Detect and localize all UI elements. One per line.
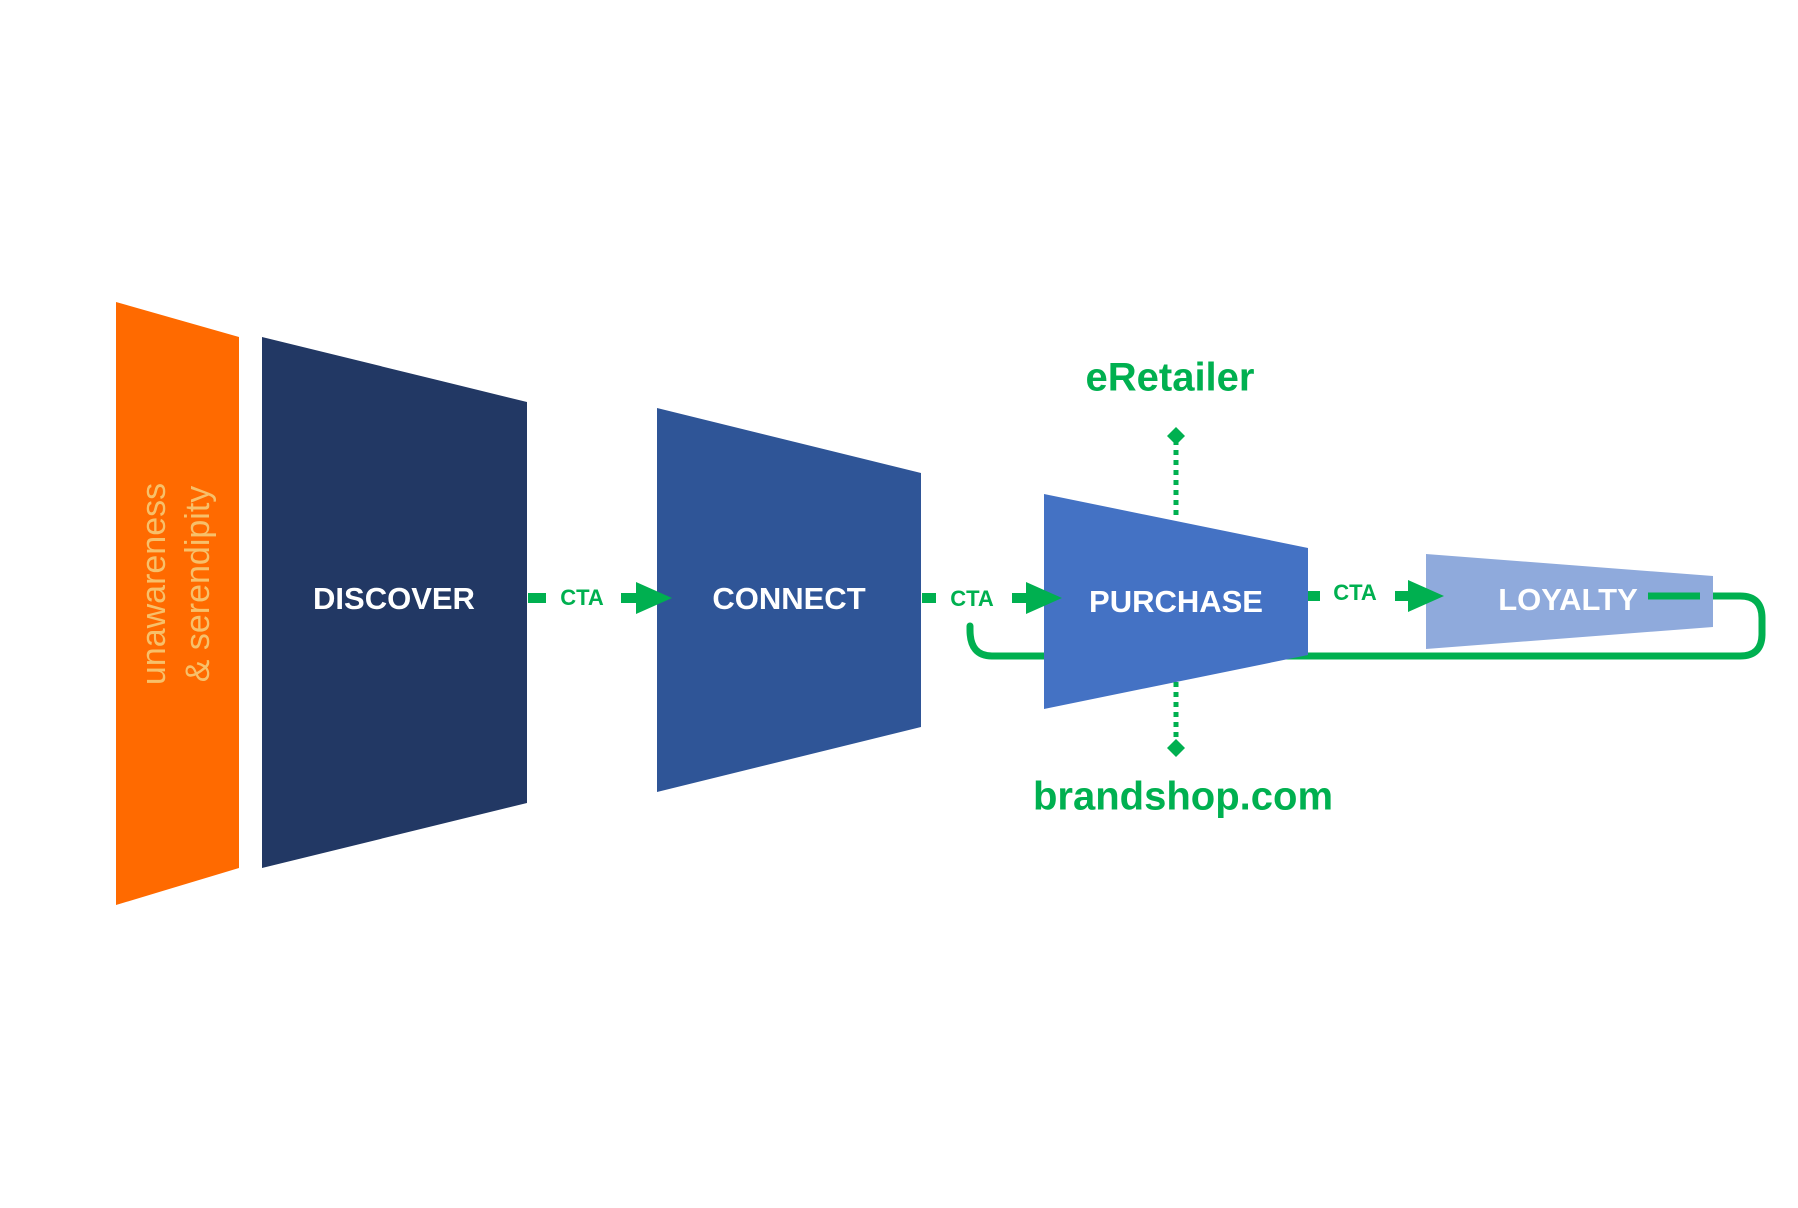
cta-1-arrowhead	[636, 582, 672, 614]
side-label-unawareness: unawareness	[135, 483, 173, 685]
eretailer-diamond-marker	[1167, 427, 1185, 445]
brandshop-diamond-marker	[1167, 739, 1185, 757]
discover-stage	[262, 337, 527, 868]
connect-label: CONNECT	[712, 581, 865, 616]
cta-1-label: CTA	[560, 585, 604, 610]
side-label-serendipity: & serendipity	[179, 486, 217, 683]
discover-label: DISCOVER	[313, 581, 475, 616]
purchase-stage	[1044, 494, 1308, 709]
cta-3-label: CTA	[1333, 580, 1377, 605]
loyalty-loop-line	[966, 592, 1766, 660]
purchase-label: PURCHASE	[1089, 584, 1263, 619]
eretailer-label: eRetailer	[1086, 356, 1255, 400]
unawareness-bar	[116, 302, 239, 905]
cta-3-arrowhead	[1408, 580, 1444, 612]
brandshop-label: brandshop.com	[1033, 775, 1333, 819]
connect-stage	[657, 408, 921, 792]
loyalty-label: LOYALTY	[1498, 582, 1638, 617]
loyalty-stage	[1426, 554, 1713, 649]
cta-2-arrowhead	[1026, 582, 1062, 614]
cta-2-label: CTA	[950, 586, 994, 611]
